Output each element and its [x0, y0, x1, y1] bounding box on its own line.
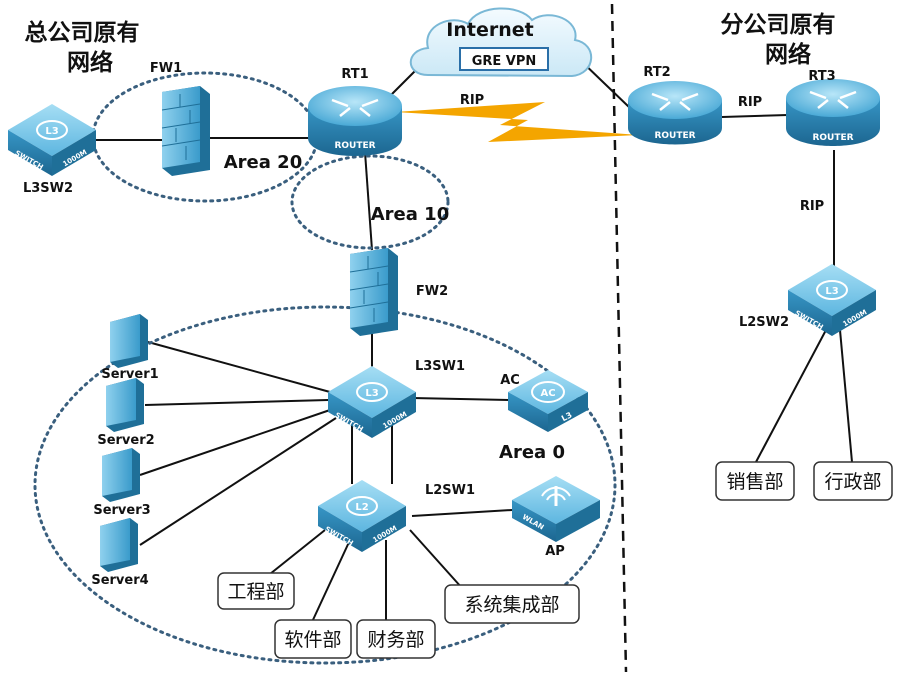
- rt2-label: RT2: [643, 65, 670, 80]
- area10-label: Area 10: [371, 204, 449, 225]
- rt3-router-icon: ROUTER: [786, 79, 880, 146]
- rt3-router-text: ROUTER: [812, 133, 853, 143]
- links: [95, 57, 853, 623]
- dept-box-finance: 财务部: [356, 619, 436, 659]
- l3sw1-label: L3SW1: [415, 359, 465, 374]
- rt1-label: RT1: [341, 67, 368, 82]
- rt2-router-text: ROUTER: [654, 131, 695, 141]
- l2sw2-switch-icon: L3 SWITCH 1000M: [788, 264, 876, 336]
- fw1-label: FW1: [150, 61, 182, 76]
- rt1-router-text: ROUTER: [334, 141, 375, 151]
- dept-engineering-label: 工程部: [227, 581, 284, 603]
- server4-icon: [100, 518, 138, 572]
- rip-rt2-rt3-label: RIP: [738, 95, 762, 110]
- server3-label: Server3: [93, 503, 150, 518]
- l3sw1-switch-icon: L3 SWITCH 1000M: [328, 366, 416, 438]
- l3sw1-layer-text: L3: [365, 388, 378, 399]
- link-l3sw1-server2: [144, 399, 329, 406]
- wan-lightning-bolt: [395, 102, 640, 142]
- link-l2sw1-software: [311, 539, 351, 623]
- branch-title-line2: 网络: [765, 41, 811, 68]
- ac-layer-text: L3: [560, 410, 574, 423]
- rip-rt3-switch-label: RIP: [800, 199, 824, 214]
- server3-icon: [102, 448, 140, 502]
- l2sw2-label: L2SW2: [739, 315, 789, 330]
- l3sw2-switch-icon: L3 SWITCH 1000M: [8, 104, 96, 176]
- ap-wireless-icon: WLAN: [512, 476, 600, 542]
- area20-label: Area 20: [224, 152, 302, 173]
- site-divider: [610, 3, 628, 673]
- branch-title-line1: 分公司原有: [721, 11, 836, 38]
- ac-label: AC: [500, 373, 520, 388]
- link-l2sw1-integration: [409, 529, 463, 589]
- l3sw2-layer-text: L3: [45, 126, 58, 137]
- l3sw2-label: L3SW2: [23, 181, 73, 196]
- ac-icon-text: AC: [540, 388, 555, 399]
- fw2-firewall-icon: [349, 248, 398, 336]
- dept-box-software: 软件部: [274, 619, 352, 659]
- area10-ellipse: [290, 154, 450, 250]
- l2sw2-layer-text: L3: [825, 286, 838, 297]
- dept-box-sales: 销售部: [715, 461, 795, 501]
- link-l2sw1-engineering: [264, 529, 326, 579]
- link-l2sw2-sales: [755, 329, 827, 463]
- fw1-firewall-icon: [161, 86, 210, 176]
- dept-box-admin: 行政部: [813, 461, 893, 501]
- rt2-router-icon: ROUTER: [628, 81, 722, 145]
- link-rt2-rt3: [721, 114, 789, 118]
- rt1-router-icon: ROUTER: [308, 86, 402, 156]
- cloud-title: Internet: [446, 19, 533, 41]
- l2sw1-switch-icon: L2 SWITCH 1000M: [318, 480, 406, 552]
- gre-vpn-label: GRE VPN: [472, 54, 537, 69]
- area-ellipses: [33, 71, 617, 665]
- hq-title-line1: 总公司原有: [25, 19, 140, 46]
- fw2-label: FW2: [416, 284, 448, 299]
- dept-integration-label: 系统集成部: [464, 594, 559, 616]
- dept-software-label: 软件部: [284, 629, 341, 651]
- link-l3sw1-server1: [147, 341, 331, 393]
- server2-icon: [106, 378, 144, 432]
- hq-title-line2: 网络: [67, 49, 113, 76]
- link-rt1-fw2: [364, 151, 373, 251]
- server4-label: Server4: [91, 573, 148, 588]
- server1-icon: [110, 314, 148, 368]
- dept-finance-label: 财务部: [367, 629, 424, 651]
- link-l3sw1-server4: [139, 417, 337, 546]
- area0-label: Area 0: [499, 442, 565, 463]
- dept-admin-label: 行政部: [824, 471, 881, 493]
- ap-label: AP: [545, 544, 565, 559]
- server2-label: Server2: [97, 433, 154, 448]
- l2sw1-layer-text: L2: [355, 502, 368, 513]
- dept-box-integration: 系统集成部: [444, 584, 580, 624]
- l2sw1-label: L2SW1: [425, 483, 475, 498]
- link-l2sw1-ap: [411, 509, 513, 517]
- ac-controller-icon: AC L3: [508, 370, 588, 432]
- server1-label: Server1: [101, 367, 158, 382]
- link-l2sw2-admin: [839, 329, 853, 463]
- area0-ellipse: [33, 305, 617, 665]
- gre-vpn-badge: [459, 47, 549, 71]
- dept-box-engineering: 工程部: [217, 572, 295, 610]
- rt3-label: RT3: [808, 69, 835, 84]
- link-l3sw1-ac: [411, 397, 513, 401]
- dept-sales-label: 销售部: [726, 471, 783, 493]
- rip-wan-label: RIP: [460, 93, 484, 108]
- link-l3sw1-server3: [139, 409, 331, 476]
